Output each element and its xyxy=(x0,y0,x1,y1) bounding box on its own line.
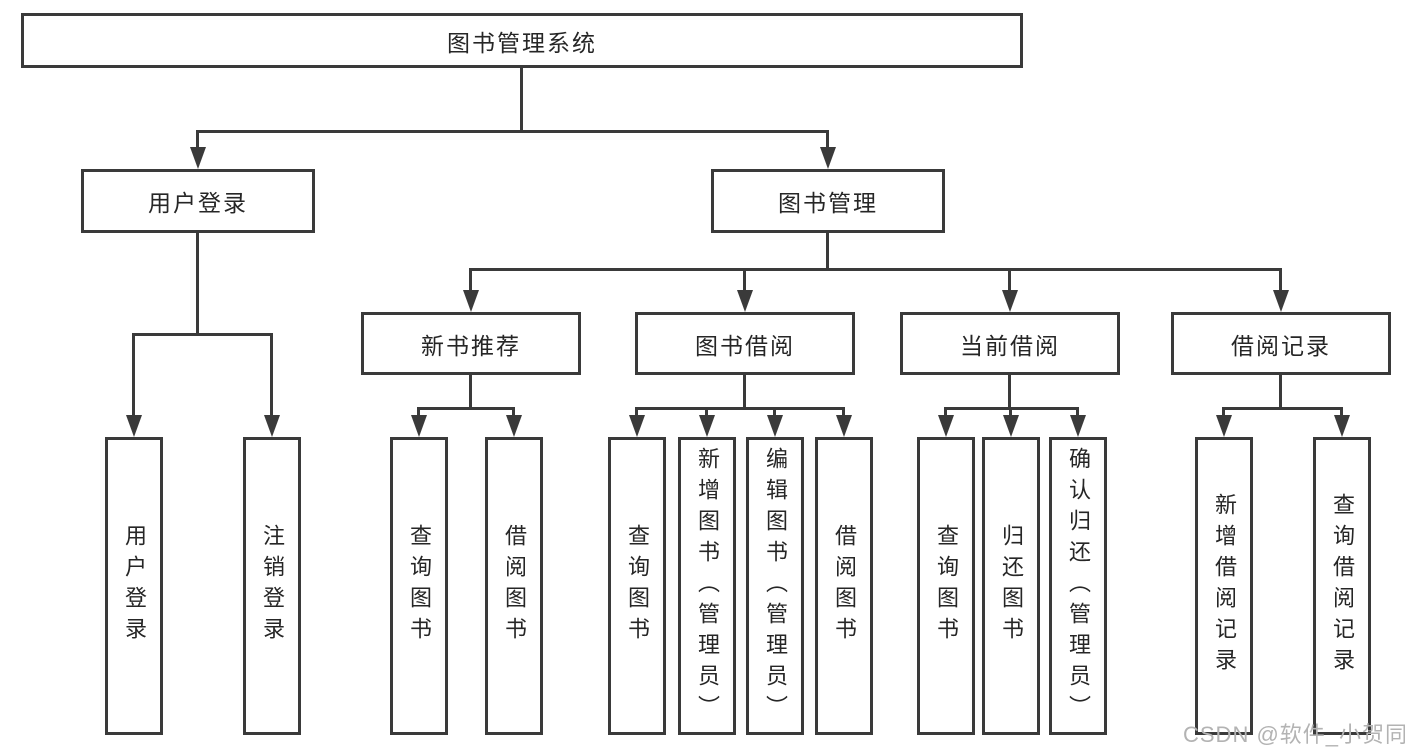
leaf-return-books: 归还图书 xyxy=(982,437,1040,735)
leaf-query-books-current: 查询图书 xyxy=(917,437,975,735)
leaf-query-borrowing-record: 查询借阅记录 xyxy=(1313,437,1371,735)
connector-vline xyxy=(1340,407,1343,417)
arrow-down-icon xyxy=(463,290,479,312)
connector-vline xyxy=(944,407,947,417)
arrow-down-icon xyxy=(1003,415,1019,437)
connector-hline xyxy=(132,333,273,336)
connector-vline xyxy=(635,407,638,417)
connector-vline xyxy=(826,130,829,150)
arrow-down-icon xyxy=(629,415,645,437)
connector-vline xyxy=(270,333,273,416)
leaf-borrow-books-recommend: 借阅图书 xyxy=(485,437,543,735)
connector-vline xyxy=(196,233,199,333)
connector-vline xyxy=(196,130,199,150)
arrow-down-icon xyxy=(699,415,715,437)
arrow-down-icon xyxy=(1216,415,1232,437)
arrow-down-icon xyxy=(1002,290,1018,312)
leaf-logout: 注销登录 xyxy=(243,437,301,735)
arrow-down-icon xyxy=(1334,415,1350,437)
node-user-login: 用户登录 xyxy=(81,169,315,233)
arrow-down-icon xyxy=(264,415,280,437)
connector-vline xyxy=(520,68,523,130)
arrow-down-icon xyxy=(938,415,954,437)
connector-vline xyxy=(469,375,472,407)
arrow-down-icon xyxy=(767,415,783,437)
leaf-borrow-books-borrowing: 借阅图书 xyxy=(815,437,873,735)
connector-vline xyxy=(1279,375,1282,407)
node-book-management: 图书管理 xyxy=(711,169,945,233)
arrow-down-icon xyxy=(737,290,753,312)
leaf-query-books-recommend: 查询图书 xyxy=(390,437,448,735)
arrow-down-icon xyxy=(1070,415,1086,437)
watermark-text: CSDN @软件_小贺同学 xyxy=(1183,722,1405,747)
leaf-add-borrowing-record: 新增借阅记录 xyxy=(1195,437,1253,735)
arrow-down-icon xyxy=(506,415,522,437)
connector-vline xyxy=(773,407,776,417)
connector-vline xyxy=(743,268,746,292)
connector-hline xyxy=(417,407,515,410)
leaf-confirm-return-admin: 确认归还（管理员） xyxy=(1049,437,1107,735)
arrow-down-icon xyxy=(190,147,206,169)
connector-vline xyxy=(1009,407,1012,417)
node-borrowing-records: 借阅记录 xyxy=(1171,312,1391,375)
connector-vline xyxy=(705,407,708,417)
connector-vline xyxy=(1008,268,1011,292)
node-new-book-recommendation: 新书推荐 xyxy=(361,312,581,375)
node-book-borrowing: 图书借阅 xyxy=(635,312,855,375)
connector-vline xyxy=(469,268,472,292)
node-library-system: 图书管理系统 xyxy=(21,13,1023,68)
connector-vline xyxy=(826,233,829,268)
arrow-down-icon xyxy=(1273,290,1289,312)
leaf-add-book-admin: 新增图书（管理员） xyxy=(678,437,736,735)
connector-vline xyxy=(743,375,746,407)
node-current-borrowing: 当前借阅 xyxy=(900,312,1120,375)
arrow-down-icon xyxy=(820,147,836,169)
connector-vline xyxy=(132,333,135,416)
connector-hline xyxy=(469,268,1282,271)
connector-vline xyxy=(512,407,515,417)
connector-vline xyxy=(1279,268,1282,292)
leaf-edit-book-admin: 编辑图书（管理员） xyxy=(746,437,804,735)
leaf-user-login: 用户登录 xyxy=(105,437,163,735)
arrow-down-icon xyxy=(836,415,852,437)
connector-vline xyxy=(1008,375,1011,407)
connector-hline xyxy=(196,130,829,133)
connector-vline xyxy=(1222,407,1225,417)
connector-hline xyxy=(944,407,1079,410)
arrow-down-icon xyxy=(411,415,427,437)
connector-vline xyxy=(1076,407,1079,417)
connector-vline xyxy=(842,407,845,417)
arrow-down-icon xyxy=(126,415,142,437)
connector-hline xyxy=(1222,407,1343,410)
leaf-query-books-borrowing: 查询图书 xyxy=(608,437,666,735)
connector-hline xyxy=(635,407,845,410)
connector-vline xyxy=(417,407,420,417)
